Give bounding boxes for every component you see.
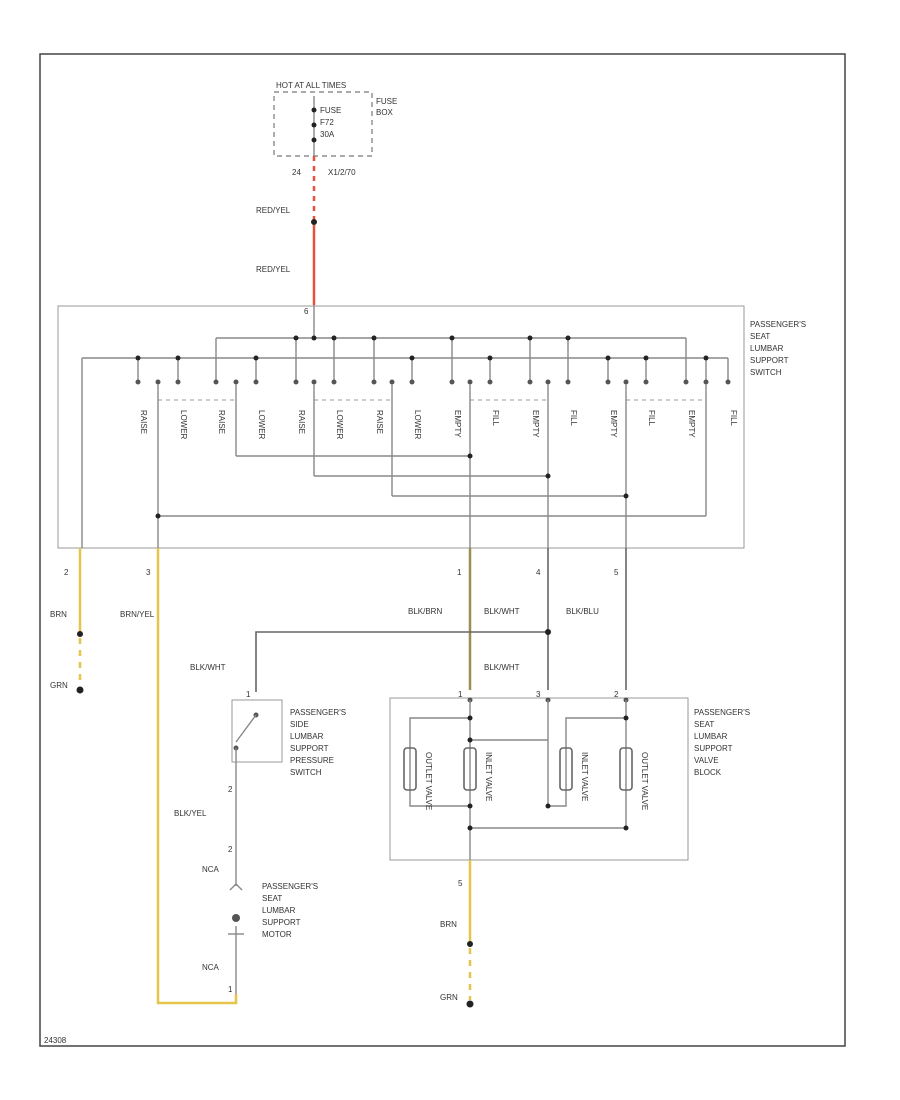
pressure-switch-title-6: SWITCH bbox=[290, 768, 322, 777]
motor-conn-bottom: NCA bbox=[202, 963, 220, 972]
pressure-switch-title-4: SUPPORT bbox=[290, 744, 329, 753]
col-label-7: RAISE bbox=[375, 410, 384, 434]
motor-title-5: MOTOR bbox=[262, 930, 292, 939]
col-label-4: LOWER bbox=[257, 410, 266, 440]
fuse-box-label-2: BOX bbox=[376, 108, 394, 117]
valve-block: 1 3 2 PASSENGER'S SEAT LUMBAR SUPPORT VA… bbox=[389, 690, 750, 888]
wire-blk-wht-horizontal bbox=[255, 631, 548, 692]
switch-pin-3: 3 bbox=[146, 568, 151, 577]
switch-pin-5: 5 bbox=[614, 568, 619, 577]
wire-label-blk-wht-mid: BLK/WHT bbox=[484, 663, 520, 672]
switch-contacts bbox=[135, 379, 731, 385]
valve-block-title-1: PASSENGER'S bbox=[694, 708, 750, 717]
motor-title-2: SEAT bbox=[262, 894, 282, 903]
col-label-1: RAISE bbox=[139, 410, 148, 434]
wire-label-red-yel-1: RED/YEL bbox=[256, 206, 291, 215]
pressure-switch-title-1: PASSENGER'S bbox=[290, 708, 346, 717]
switch-top-pin: 6 bbox=[304, 307, 309, 316]
wire-label-blk-wht-left: BLK/WHT bbox=[190, 663, 226, 672]
pressure-switch-pin-top: 1 bbox=[246, 690, 251, 699]
valve-label-inlet-2: INLET VALVE bbox=[580, 752, 589, 801]
wire-label-gnd-left: GRN bbox=[50, 681, 68, 690]
col-label-14: FILL bbox=[647, 410, 656, 427]
valve-block-pin-1: 1 bbox=[458, 690, 463, 699]
switch-outline bbox=[57, 305, 745, 549]
hot-label: HOT AT ALL TIMES bbox=[276, 81, 346, 90]
switch-pin-4: 4 bbox=[536, 568, 541, 577]
wire-label-blk-yel: BLK/YEL bbox=[174, 809, 207, 818]
valve-block-title-3: LUMBAR bbox=[694, 732, 728, 741]
col-label-13: EMPTY bbox=[609, 410, 618, 438]
valve-label-inlet-1: INLET VALVE bbox=[484, 752, 493, 801]
motor-title-3: LUMBAR bbox=[262, 906, 296, 915]
wire-label-blk-wht-top: BLK/WHT bbox=[484, 607, 520, 616]
col-label-3: RAISE bbox=[217, 410, 226, 434]
col-label-6: LOWER bbox=[335, 410, 344, 440]
valve-block-outline bbox=[389, 697, 689, 861]
fuse-box: HOT AT ALL TIMES FUSE BOX FUSE F72 30A 2… bbox=[273, 81, 397, 177]
valve-block-pin-3: 3 bbox=[536, 690, 541, 699]
col-label-8: LOWER bbox=[413, 410, 422, 440]
col-label-2: LOWER bbox=[179, 410, 188, 440]
switch-column-labels: RAISE LOWER RAISE LOWER RAISE LOWER RAIS… bbox=[139, 410, 738, 440]
switch-internal-wiring bbox=[155, 384, 707, 548]
col-label-16: FILL bbox=[729, 410, 738, 427]
motor-conn-top: NCA bbox=[202, 865, 220, 874]
motor-title-4: SUPPORT bbox=[262, 918, 301, 927]
lumbar-support-switch: 6 PASSENGER'S SEAT LUMBAR SUPPORT SWITCH bbox=[57, 305, 806, 549]
col-label-9: EMPTY bbox=[453, 410, 462, 438]
lumbar-motor: 2 NCA NCA 1 PASSENGER'S SEAT LUMBAR SUPP… bbox=[202, 845, 318, 994]
wire-label-brn-left: BRN bbox=[50, 610, 67, 619]
fuse-name: FUSE bbox=[320, 106, 341, 115]
bus-dots bbox=[135, 335, 709, 361]
wire-label-brn-yel: BRN/YEL bbox=[120, 610, 155, 619]
switch-title-1: PASSENGER'S bbox=[750, 320, 806, 329]
fuse-amps: 30A bbox=[320, 130, 335, 139]
col-label-11: EMPTY bbox=[531, 410, 540, 438]
switch-title-5: SWITCH bbox=[750, 368, 782, 377]
wire-label-gnd-bottom: GRN bbox=[440, 993, 458, 1002]
switch-stubs bbox=[137, 338, 707, 380]
switch-pin-2: 2 bbox=[64, 568, 69, 577]
valve-block-title-5: VALVE bbox=[694, 756, 719, 765]
wire-brn-yel bbox=[156, 548, 238, 1005]
pressure-switch: 1 PASSENGER'S SIDE LUMBAR SUPPORT PRESSU… bbox=[228, 690, 346, 794]
valve-block-title-4: SUPPORT bbox=[694, 744, 733, 753]
col-label-5: RAISE bbox=[297, 410, 306, 434]
motor-pin-top: 2 bbox=[228, 845, 233, 854]
motor-title-1: PASSENGER'S bbox=[262, 882, 318, 891]
valve-block-title-2: SEAT bbox=[694, 720, 714, 729]
wire-label-blk-blu: BLK/BLU bbox=[566, 607, 599, 616]
switch-pin-1: 1 bbox=[457, 568, 462, 577]
valve-block-pin-5: 5 bbox=[458, 879, 463, 888]
fuse-pin: 24 bbox=[292, 168, 301, 177]
fuse-id: F72 bbox=[320, 118, 334, 127]
col-label-12: FILL bbox=[569, 410, 578, 427]
switch-title-3: LUMBAR bbox=[750, 344, 784, 353]
pressure-switch-pin-bottom: 2 bbox=[228, 785, 233, 794]
col-label-15: EMPTY bbox=[687, 410, 696, 438]
col-label-10: FILL bbox=[491, 410, 500, 427]
wire-label-blk-brn: BLK/BRN bbox=[408, 607, 442, 616]
diagram-id: 24308 bbox=[44, 1036, 67, 1045]
valve-block-pin-2: 2 bbox=[614, 690, 619, 699]
switch-title-4: SUPPORT bbox=[750, 356, 789, 365]
wire-label-red-yel-2: RED/YEL bbox=[256, 265, 291, 274]
motor-pin-bottom: 1 bbox=[228, 985, 233, 994]
fuse-connector: X1/2/70 bbox=[328, 168, 356, 177]
wire-label-brn-bottom: BRN bbox=[440, 920, 457, 929]
pressure-switch-outline bbox=[231, 699, 283, 763]
fuse-box-label-1: FUSE bbox=[376, 97, 397, 106]
pressure-switch-title-5: PRESSURE bbox=[290, 756, 334, 765]
diagram-frame bbox=[39, 53, 846, 1047]
pressure-switch-title-2: SIDE bbox=[290, 720, 309, 729]
switch-title-2: SEAT bbox=[750, 332, 770, 341]
pressure-switch-title-3: LUMBAR bbox=[290, 732, 324, 741]
valve-label-outlet-1: OUTLET VALVE bbox=[424, 752, 433, 810]
fuse-box-outline bbox=[273, 91, 373, 157]
valve-label-outlet-2: OUTLET VALVE bbox=[640, 752, 649, 810]
valve-block-title-6: BLOCK bbox=[694, 768, 722, 777]
